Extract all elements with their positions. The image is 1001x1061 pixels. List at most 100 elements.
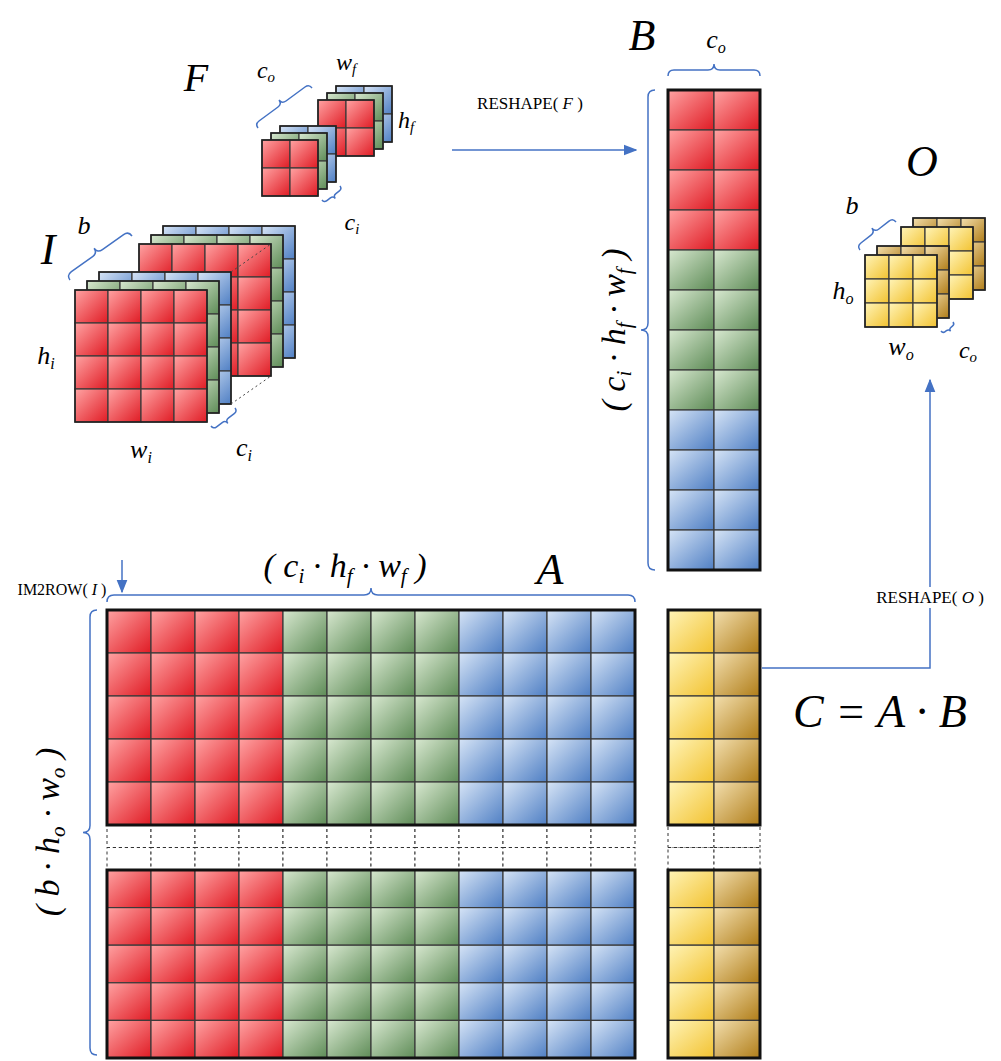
matrix-cell — [108, 290, 141, 323]
matrix-border — [107, 870, 635, 1058]
matrix-cell — [151, 1020, 195, 1058]
subscript: o — [718, 39, 726, 56]
matrix-cell — [503, 983, 547, 1021]
matrix-cell — [195, 870, 239, 908]
symbol: b — [78, 211, 91, 240]
symbol: w — [336, 49, 352, 75]
subscript: f — [401, 564, 407, 588]
reshape-output-arrow — [762, 380, 930, 668]
matrix-cell — [591, 983, 635, 1021]
matrix-cell — [668, 210, 714, 250]
matrix-cell — [547, 610, 591, 653]
matrix-cell — [503, 782, 547, 825]
matrix-cell — [459, 1020, 503, 1058]
matrix-cell — [668, 848, 714, 871]
matrix-cell — [591, 739, 635, 782]
matrix-cell — [107, 739, 151, 782]
subscript: i — [612, 371, 636, 377]
matrix-cell — [714, 945, 760, 983]
matrix-cell — [238, 244, 271, 277]
brace — [641, 90, 655, 570]
matrix-cell — [591, 782, 635, 825]
matrix-cell — [503, 870, 547, 908]
matrix-cell — [415, 739, 459, 782]
matrix-cell — [459, 983, 503, 1021]
matrix-cell — [415, 848, 459, 871]
matrix-cell — [141, 290, 174, 323]
matrix-cell — [151, 739, 195, 782]
matrix-cell — [151, 696, 195, 739]
matrix-cell — [290, 168, 318, 196]
matrix-cell — [459, 848, 503, 871]
matrix-cell — [75, 290, 108, 323]
matrix-cell — [195, 945, 239, 983]
matrix-cell — [668, 250, 714, 290]
subscript: i — [248, 447, 252, 464]
matrix-cell — [239, 825, 283, 848]
matrix-cell — [151, 848, 195, 871]
matrix-cell — [239, 908, 283, 946]
label: ci — [345, 210, 360, 234]
label: RESHAPE( F ) — [477, 95, 583, 112]
matrix-cell — [503, 1020, 547, 1058]
matrix-cell — [239, 696, 283, 739]
matrix-cell — [668, 653, 714, 696]
label: A — [537, 548, 564, 592]
matrix-cell — [195, 653, 239, 696]
symbol: h — [330, 547, 347, 584]
matrix-cell — [195, 782, 239, 825]
subscript: i — [355, 221, 359, 237]
matrix-cell — [503, 908, 547, 946]
label: co — [706, 27, 726, 53]
subscript: i — [147, 449, 151, 466]
brace — [69, 233, 132, 280]
matrix-cell — [668, 870, 714, 908]
matrix-cell — [714, 610, 760, 653]
matrix-cell — [459, 739, 503, 782]
matrix-cell — [714, 170, 760, 210]
matrix-border — [668, 870, 760, 1058]
matrix-cell — [151, 653, 195, 696]
matrix-cell — [174, 290, 207, 323]
subscript: o — [906, 346, 914, 363]
matrix-cell — [714, 696, 760, 739]
matrix-cell — [865, 303, 889, 327]
matrix-cell — [503, 739, 547, 782]
matrix-cell — [283, 825, 327, 848]
matrix-cell — [459, 945, 503, 983]
matrix-cell — [714, 330, 760, 370]
matrix-cell — [547, 1020, 591, 1058]
matrix-cell — [371, 983, 415, 1021]
matrix-cell — [415, 610, 459, 653]
matrix-cell — [503, 610, 547, 653]
matrix-cell — [591, 653, 635, 696]
matrix-cell — [714, 908, 760, 946]
reshape-arrow — [452, 149, 636, 151]
symbol: O — [962, 588, 974, 607]
subscript: i — [298, 564, 304, 588]
matrix-cell — [327, 1020, 371, 1058]
matrix-cell — [714, 983, 760, 1021]
label: C = A · B — [793, 689, 967, 735]
matrix-border — [668, 90, 760, 570]
matrix-cell — [195, 1020, 239, 1058]
matrix-cell — [714, 825, 760, 848]
matrix-cell — [714, 870, 760, 908]
matrix-cell — [547, 870, 591, 908]
matrix-cell — [591, 696, 635, 739]
matrix-cell — [714, 410, 760, 450]
matrix-cell — [547, 945, 591, 983]
matrix-cell — [415, 908, 459, 946]
symbol: A — [877, 686, 904, 737]
matrix-cell — [107, 908, 151, 946]
matrix-cell — [141, 323, 174, 356]
matrix-cell — [262, 168, 290, 196]
label: O — [906, 140, 938, 184]
matrix-cell — [151, 825, 195, 848]
matrix-cell — [668, 1020, 714, 1058]
matrix-cell — [714, 782, 760, 825]
symbol: c — [706, 25, 718, 54]
brace — [83, 610, 97, 1055]
matrix-cell — [262, 140, 290, 168]
